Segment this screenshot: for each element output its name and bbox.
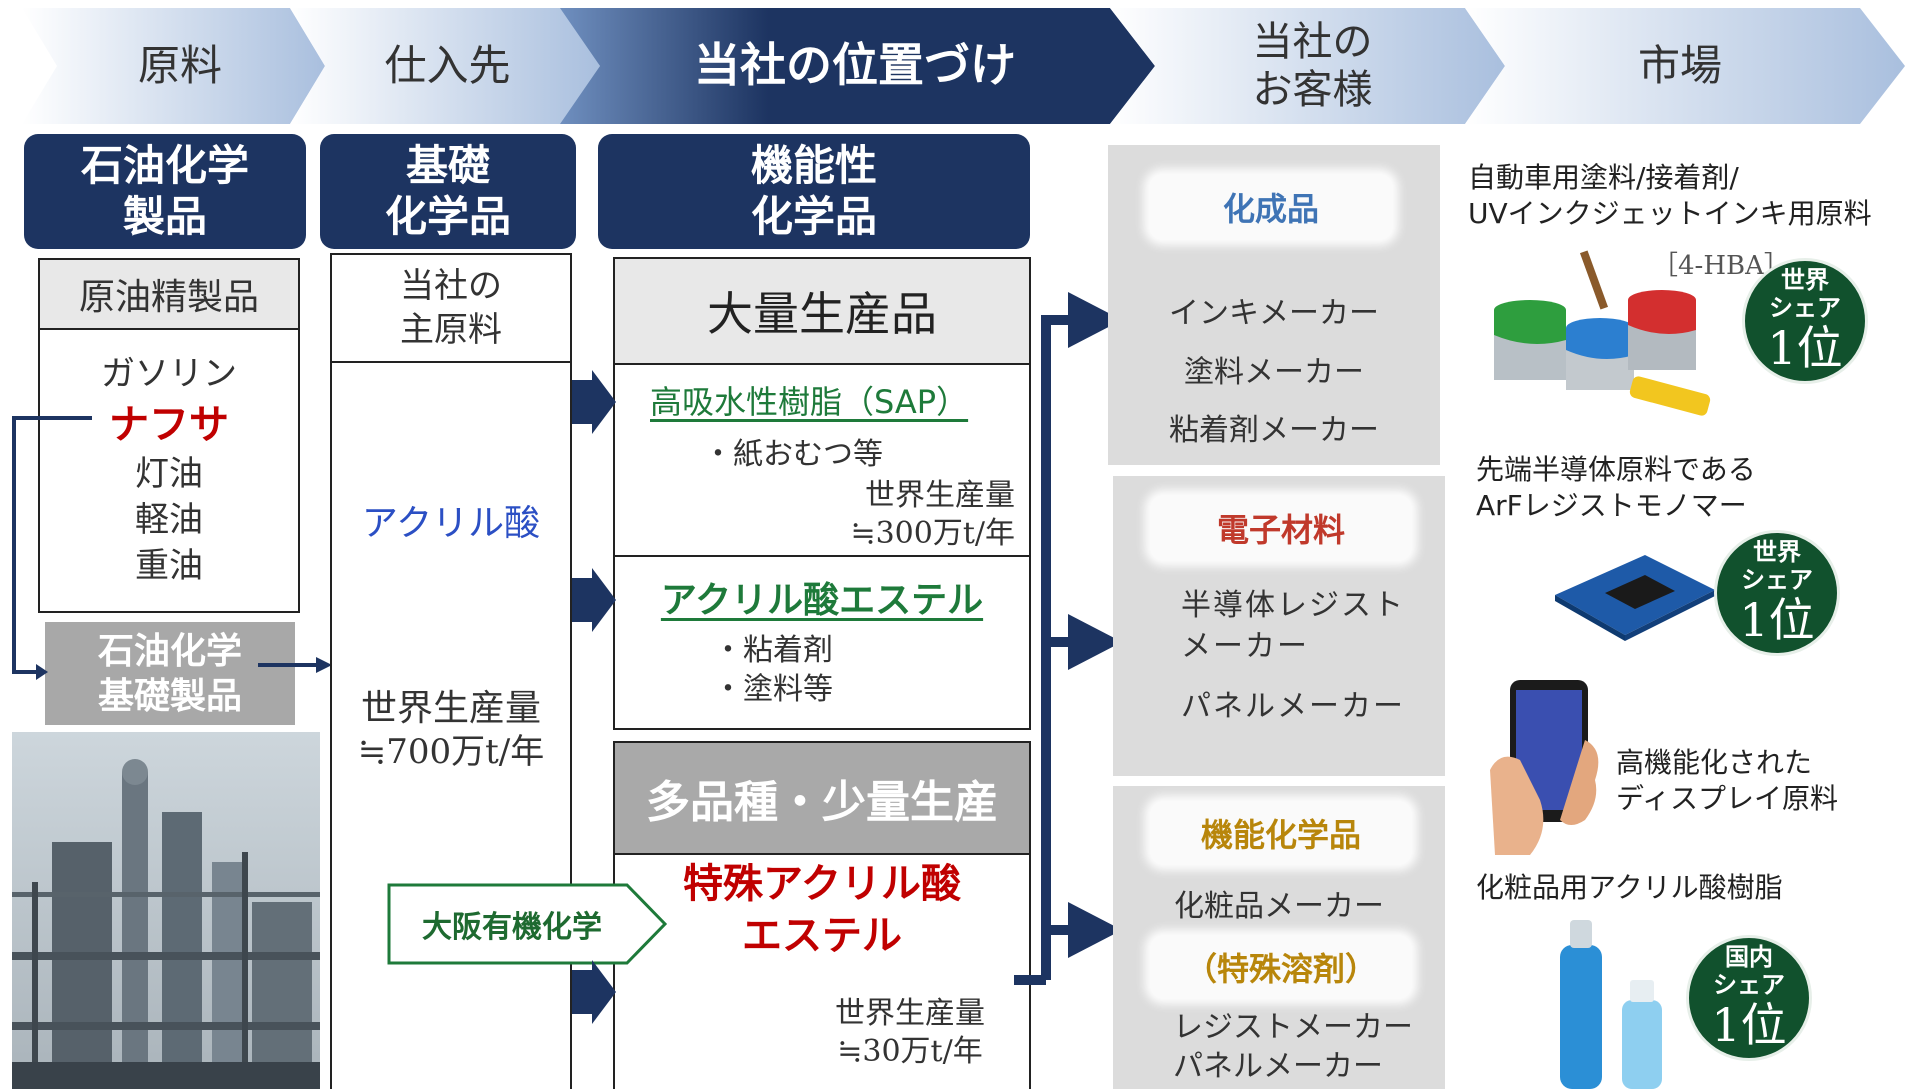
market-4-desc: 化粧品用アクリル酸樹脂 bbox=[1476, 871, 1783, 904]
chemical-plant-photo bbox=[12, 732, 320, 1089]
title-basic-chemicals: 基礎 化学品 bbox=[320, 134, 576, 249]
chevron-customer bbox=[1110, 8, 1505, 124]
sap-production-label: 世界生産量 bbox=[865, 478, 1015, 513]
supply-arrows bbox=[572, 370, 616, 1024]
customer-ink: インキメーカー bbox=[1169, 296, 1379, 331]
market-1-desc: 自動車用塗料/接着剤/ UVインクジェットインキ用原料 bbox=[1468, 161, 1872, 231]
semiconductor-chip-icon bbox=[1555, 555, 1715, 641]
company-tag-arrow bbox=[387, 883, 668, 965]
header-chevron-bar bbox=[22, 8, 1905, 124]
sap-name: 高吸水性樹脂（SAP） bbox=[650, 383, 969, 421]
customer-adhesive: 粘着剤メーカー bbox=[1169, 413, 1379, 448]
market-2-desc: 先端半導体原料である ArFレジストモノマー bbox=[1476, 453, 1756, 523]
small-production-header: 多品種・少量生産 bbox=[615, 743, 1029, 855]
customer-items-chemicals: インキメーカー 塗料メーカー 粘着剤メーカー bbox=[1108, 285, 1440, 461]
basic-products-box: 石油化学 基礎製品 bbox=[45, 622, 295, 725]
company-tag: 大阪有機化学 bbox=[422, 910, 602, 945]
customer-cosmetics: 化粧品メーカー bbox=[1174, 889, 1384, 924]
smartphone-icon bbox=[1490, 680, 1599, 855]
title-functional-chemicals: 機能性 化学品 bbox=[598, 134, 1030, 249]
step-raw-label: 原料 bbox=[137, 40, 222, 90]
supplier-production-label: 世界生産量 bbox=[360, 688, 541, 730]
cosmetic-bottles-icon bbox=[1560, 920, 1662, 1089]
customer-solvent-items: レジストメーカー パネルメーカー bbox=[1173, 1008, 1413, 1086]
customer-paint: 塗料メーカー bbox=[1184, 354, 1364, 390]
market-3-desc: 高機能化された ディスプレイ原料 bbox=[1616, 746, 1839, 816]
product-heavy-oil: 重油 bbox=[135, 545, 203, 586]
acrylic-acid-label: アクリル酸 bbox=[361, 503, 541, 544]
customer-panel-maker: パネルメーカー bbox=[1181, 689, 1405, 724]
ester-section: アクリル酸エステル ・粘着剤 ・塗料等 bbox=[615, 557, 1029, 727]
main-material-header: 当社の 主原料 bbox=[332, 255, 570, 363]
customer-panel-chemicals: 化成品 インキメーカー 塗料メーカー 粘着剤メーカー bbox=[1108, 145, 1440, 465]
title-petrochemical: 石油化学 製品 bbox=[24, 134, 306, 249]
product-light-oil: 軽油 bbox=[135, 499, 203, 540]
sap-production-value: ≒300万t/年 bbox=[850, 515, 1015, 551]
small-production-box: 多品種・少量生産 特殊アクリル酸 エステル 世界生産量 ≒30万t/年 bbox=[613, 741, 1031, 1089]
mass-production-header: 大量生産品 bbox=[615, 259, 1029, 365]
ester-use-adhesive: ・粘着剤 bbox=[713, 633, 833, 668]
product-gasoline: ガソリン bbox=[101, 354, 237, 394]
sap-production: 世界生産量 ≒300万t/年 bbox=[850, 477, 1015, 552]
naphtha-flow-arrow bbox=[12, 416, 332, 680]
product-kerosene: 灯油 bbox=[135, 453, 203, 494]
customer-title-functional: 機能化学品 bbox=[1151, 802, 1411, 864]
step-company-label: 当社の位置づけ bbox=[694, 38, 1016, 93]
customer-title-electronics: 電子材料 bbox=[1151, 496, 1411, 560]
refined-products-box: 原油精製品 ガソリン ナフサ 灯油 軽油 重油 bbox=[38, 258, 300, 613]
customer-panel-electronics: 電子材料 半導体レジスト メーカー パネルメーカー bbox=[1113, 476, 1445, 776]
step-customer-label: 当社の お客様 bbox=[1252, 19, 1373, 113]
ester-uses: ・粘着剤 ・塗料等 bbox=[713, 631, 833, 709]
customer-panel-maker-2: パネルメーカー bbox=[1173, 1049, 1383, 1084]
step-market-label: 市場 bbox=[1637, 40, 1722, 90]
product-naphtha: ナフサ bbox=[109, 401, 229, 448]
chevron-supplier bbox=[290, 8, 600, 124]
supplier-production: 世界生産量 ≒700万t/年 bbox=[332, 680, 570, 780]
customer-title-chemicals: 化成品 bbox=[1150, 175, 1392, 239]
refined-header: 原油精製品 bbox=[40, 260, 298, 330]
special-production-label: 世界生産量 bbox=[835, 996, 985, 1031]
customer-subtitle-solvent: （特殊溶剤） bbox=[1151, 936, 1411, 998]
chevron-raw bbox=[22, 8, 325, 124]
distribution-arrows bbox=[1014, 292, 1122, 985]
special-production: 世界生産量 ≒30万t/年 bbox=[835, 995, 985, 1070]
mass-production-box: 大量生産品 高吸水性樹脂（SAP） ・紙おむつ等 世界生産量 ≒300万t/年 … bbox=[613, 257, 1031, 730]
chevron-company bbox=[560, 8, 1155, 124]
ester-name: アクリル酸エステル bbox=[660, 580, 984, 621]
customer-panel-functional: 機能化学品 化粧品メーカー （特殊溶剤） レジストメーカー パネルメーカー bbox=[1113, 786, 1445, 1089]
special-production-value: ≒30万t/年 bbox=[837, 1033, 983, 1069]
customer-semiconductor: 半導体レジスト メーカー bbox=[1181, 588, 1405, 664]
paint-cans-icon bbox=[1494, 250, 1711, 416]
chevron-market bbox=[1465, 8, 1905, 124]
step-supplier-label: 仕入先 bbox=[384, 40, 511, 90]
sap-section: 高吸水性樹脂（SAP） ・紙おむつ等 世界生産量 ≒300万t/年 bbox=[615, 365, 1029, 557]
ester-use-paint: ・塗料等 bbox=[713, 672, 833, 707]
supplier-production-value: ≒700万t/年 bbox=[357, 732, 545, 773]
customer-resist: レジストメーカー bbox=[1173, 1010, 1413, 1045]
special-ester-name: 特殊アクリル酸 エステル bbox=[683, 861, 961, 959]
sap-use: ・紙おむつ等 bbox=[703, 437, 883, 472]
